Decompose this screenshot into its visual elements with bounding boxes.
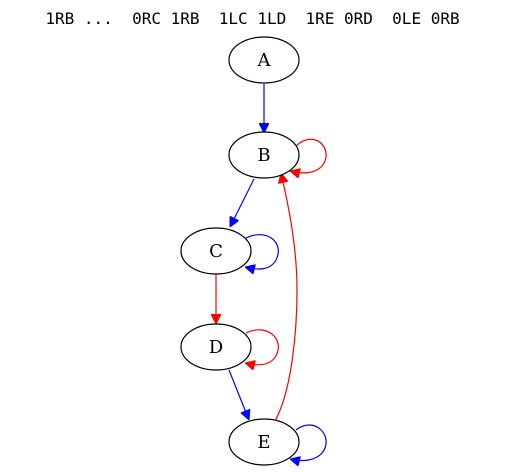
edge-e-to-b — [274, 173, 298, 422]
node-label-c: C — [209, 241, 223, 262]
machine-title: 1RB ... 0RC 1RB 1LC 1LD 1RE 0RD 0LE 0RB — [45, 9, 460, 28]
node-c: C — [180, 227, 252, 275]
node-b: B — [228, 131, 300, 179]
edge-e-to-e — [290, 424, 327, 461]
edge-c-to-c — [245, 234, 279, 269]
node-e: E — [228, 418, 300, 466]
edges — [216, 84, 327, 461]
node-label-a: A — [257, 50, 272, 71]
node-label-d: D — [209, 337, 223, 358]
edge-b-to-c — [229, 178, 255, 227]
node-a: A — [228, 36, 300, 84]
edge-d-to-e — [228, 369, 249, 420]
edge-d-to-d — [245, 329, 279, 365]
node-label-e: E — [257, 432, 270, 453]
node-label-b: B — [257, 145, 270, 166]
node-d: D — [180, 323, 252, 371]
edge-b-to-b — [290, 138, 327, 173]
